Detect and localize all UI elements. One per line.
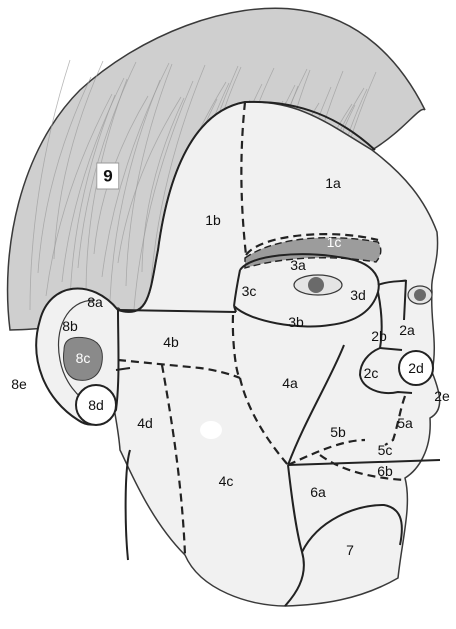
region-label-8e: 8e bbox=[11, 377, 27, 391]
region-label-2e: 2e bbox=[434, 389, 450, 403]
region-label-3c: 3c bbox=[242, 284, 257, 298]
region-label-6b: 6b bbox=[377, 464, 393, 478]
region-label-3d: 3d bbox=[350, 288, 366, 302]
region-label-3a: 3a bbox=[290, 258, 306, 272]
region-label-6a: 6a bbox=[310, 485, 326, 499]
cheek-highlight bbox=[200, 421, 222, 439]
region-label-5b: 5b bbox=[330, 425, 346, 439]
region-label-7: 7 bbox=[346, 543, 354, 557]
region-label-5c: 5c bbox=[378, 443, 393, 457]
region-label-2c: 2c bbox=[364, 366, 379, 380]
region-label-5a: 5a bbox=[397, 416, 413, 430]
eye-right-icon bbox=[408, 286, 432, 304]
region-label-4a: 4a bbox=[282, 376, 298, 390]
region-label-4b: 4b bbox=[163, 335, 179, 349]
region-label-8d: 8d bbox=[88, 398, 104, 412]
region-label-8a: 8a bbox=[87, 295, 103, 309]
region-label-8c: 8c bbox=[76, 351, 91, 365]
region-label-2d: 2d bbox=[408, 361, 424, 375]
region-label-2b: 2b bbox=[371, 329, 387, 343]
region-label-3b: 3b bbox=[288, 315, 304, 329]
region-label-1b: 1b bbox=[205, 213, 221, 227]
region-label-4c: 4c bbox=[219, 474, 234, 488]
eye-left-icon bbox=[294, 275, 342, 295]
region-label-8b: 8b bbox=[62, 319, 78, 333]
region-label-1c: 1c bbox=[327, 235, 342, 249]
region-label-4d: 4d bbox=[137, 416, 153, 430]
region-label-1a: 1a bbox=[325, 176, 341, 190]
region-label-9: 9 bbox=[96, 163, 119, 190]
region-label-2a: 2a bbox=[399, 323, 415, 337]
